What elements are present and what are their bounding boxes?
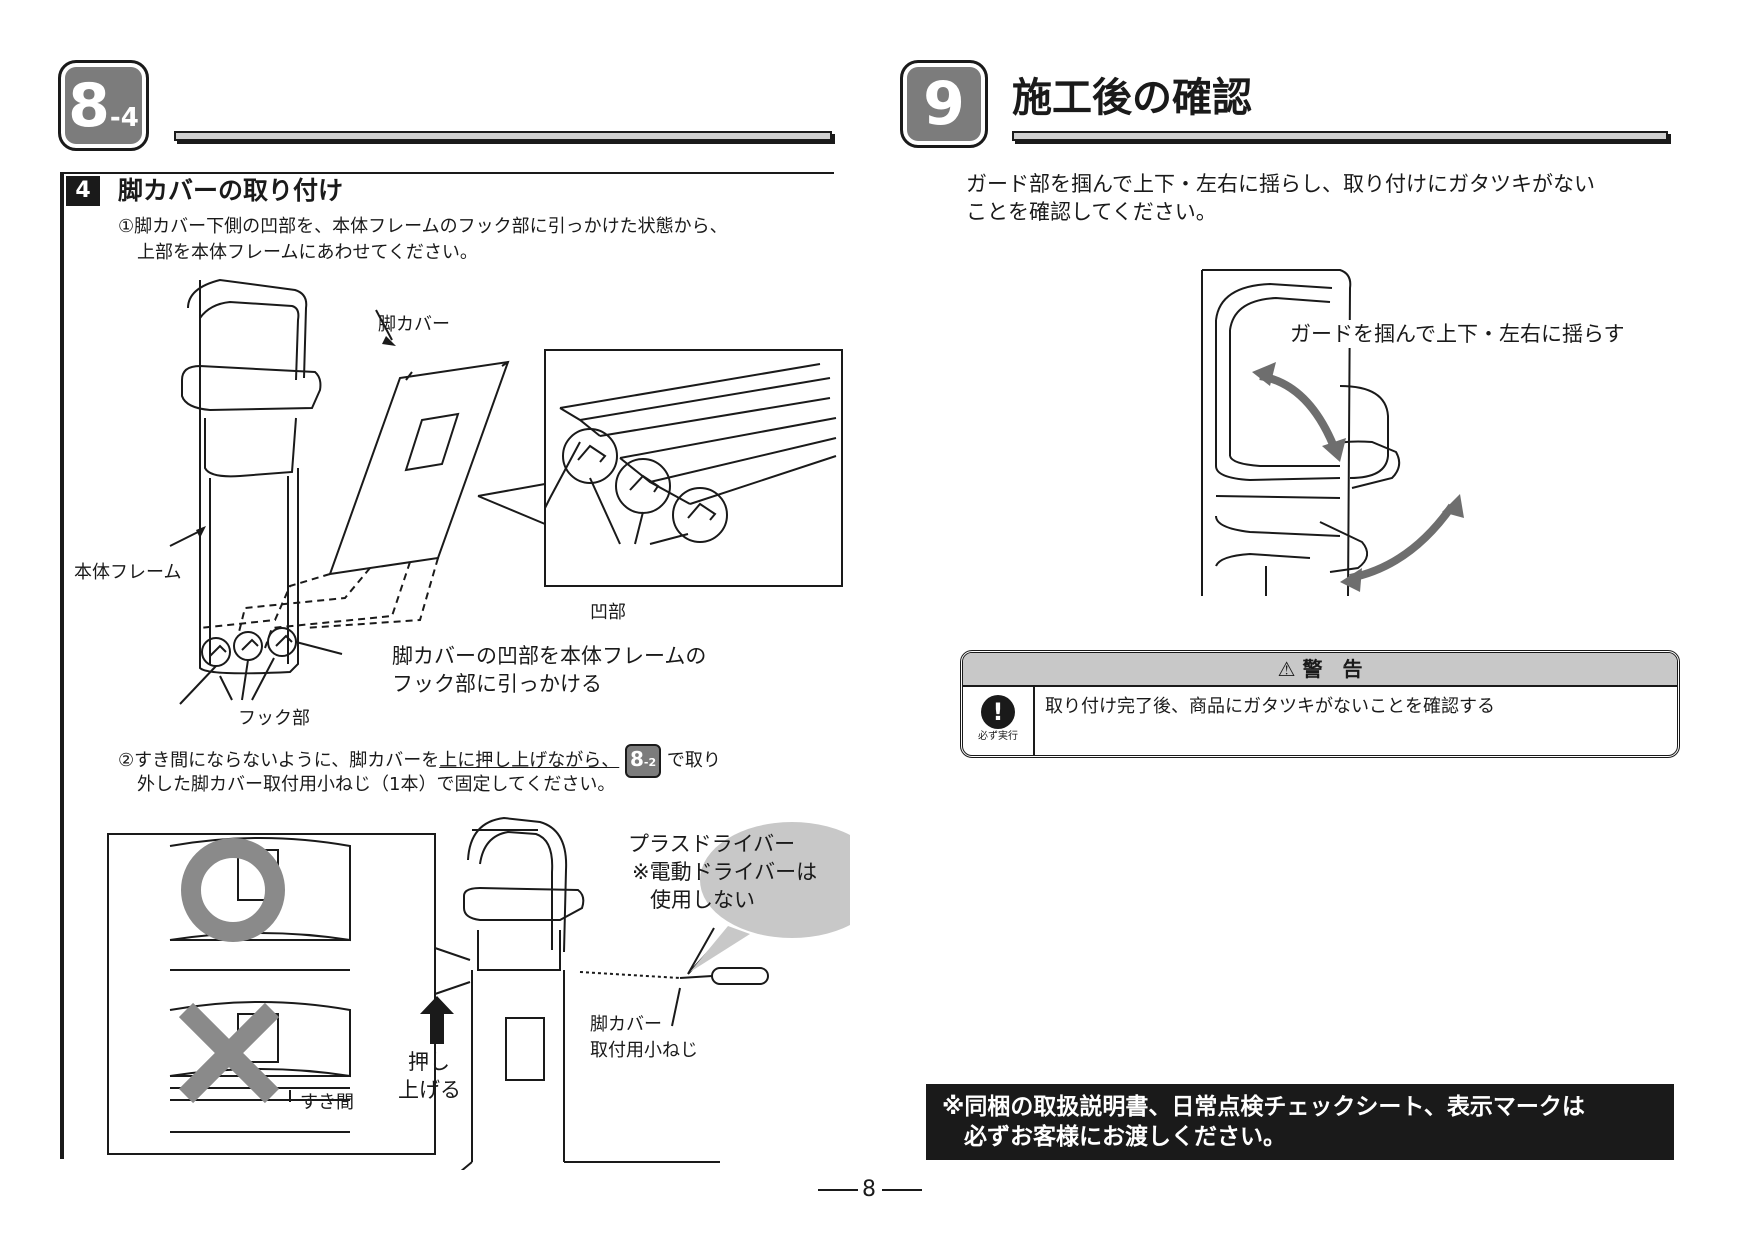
section-title: 施工後の確認	[1012, 75, 1252, 121]
intro-line1: ガード部を掴んで上下・左右に揺らし、取り付けにガタツキがない	[966, 172, 1595, 196]
instruction2-line2: 外した脚カバー取付用小ねじ（1本）で固定してください。	[137, 774, 616, 795]
label-recess: 凹部	[590, 602, 626, 623]
warning-icon-cell: ! 必ず実行	[963, 687, 1035, 755]
figure-screw-fix	[107, 816, 850, 1170]
callout-line2: フック部に引っかける	[392, 672, 602, 696]
label-push-line1: 押し	[408, 1050, 450, 1074]
page-number-line-left	[818, 1189, 858, 1191]
ref-badge-main: 8	[629, 747, 644, 771]
label-screw-line2: 取付用小ねじ	[590, 1040, 698, 1061]
section-badge-main: 8	[68, 70, 110, 141]
instruction1-line1: ①脚カバー下側の凹部を、本体フレームのフック部に引っかけた状態から、	[118, 216, 728, 237]
figure-shake-guard	[1201, 269, 1464, 597]
instruction2-part-a: ②すき間にならないように、脚カバーを	[118, 750, 440, 771]
warning-header-text: 警 告	[1302, 657, 1363, 681]
label-screw-line1: 脚カバー	[590, 1014, 662, 1035]
section-badge-sub: -4	[109, 102, 139, 133]
warning-triangle-icon: ⚠	[1277, 657, 1296, 681]
figure-leg-cover-install	[169, 278, 843, 705]
left-column-border	[60, 173, 64, 1159]
figure-caption: ガードを掴んで上下・左右に揺らす	[1290, 320, 1625, 348]
label-leg-cover: 脚カバー	[378, 314, 450, 335]
instruction2-part-c: で取り	[666, 750, 721, 771]
balloon-line2: ※電動ドライバーは	[632, 860, 818, 884]
must-do-icon: !	[981, 695, 1015, 729]
section-rule-left	[174, 131, 832, 141]
instruction2-ref-badge: 8-2	[624, 744, 662, 778]
warning-header: ⚠ 警 告	[963, 653, 1677, 687]
notice-box: ※同梱の取扱説明書、日常点検チェックシート、表示マークは 必ずお客様にお渡しくだ…	[926, 1084, 1674, 1160]
warning-text: 取り付け完了後、商品にガタツキがないことを確認する	[1045, 696, 1495, 717]
step-number: 4	[66, 176, 100, 206]
intro-line2: ことを確認してください。	[966, 200, 1217, 224]
warning-box: ⚠ 警 告 ! 必ず実行 取り付け完了後、商品にガタツキがないことを確認する	[960, 650, 1680, 758]
label-hook-part: フック部	[238, 708, 310, 729]
notice-line1: ※同梱の取扱説明書、日常点検チェックシート、表示マークは	[942, 1094, 1585, 1120]
balloon-line1: プラスドライバー	[628, 832, 796, 856]
step-header-line	[60, 172, 834, 174]
callout-line1: 脚カバーの凹部を本体フレームの	[392, 644, 707, 668]
section-badge-9-num: 9	[923, 69, 965, 139]
instruction1-line2: 上部を本体フレームにあわせてください。	[137, 242, 478, 263]
page-number-line-right	[882, 1189, 922, 1191]
step-title: 脚カバーの取り付け	[118, 176, 344, 205]
label-body-frame: 本体フレーム	[74, 562, 182, 583]
page-number: 8	[862, 1177, 876, 1202]
balloon-line3: 使用しない	[650, 888, 755, 912]
notice-line2: 必ずお客様にお渡しください。	[964, 1124, 1286, 1150]
label-push-line2: 上げる	[398, 1078, 461, 1102]
label-gap: すき間	[300, 1092, 354, 1113]
instruction2-part-b: 上に押し上げながら、	[439, 750, 620, 771]
instruction2-line1: ②すき間にならないように、脚カバーを上に押し上げながら、 8-2 で取り	[118, 744, 721, 778]
section-badge-8-4: 8-4	[58, 60, 149, 151]
section-rule-right	[1012, 131, 1668, 141]
warning-icon-label: 必ず実行	[978, 731, 1018, 742]
ref-badge-sub: -2	[643, 756, 657, 769]
section-badge-9: 9	[900, 60, 988, 148]
